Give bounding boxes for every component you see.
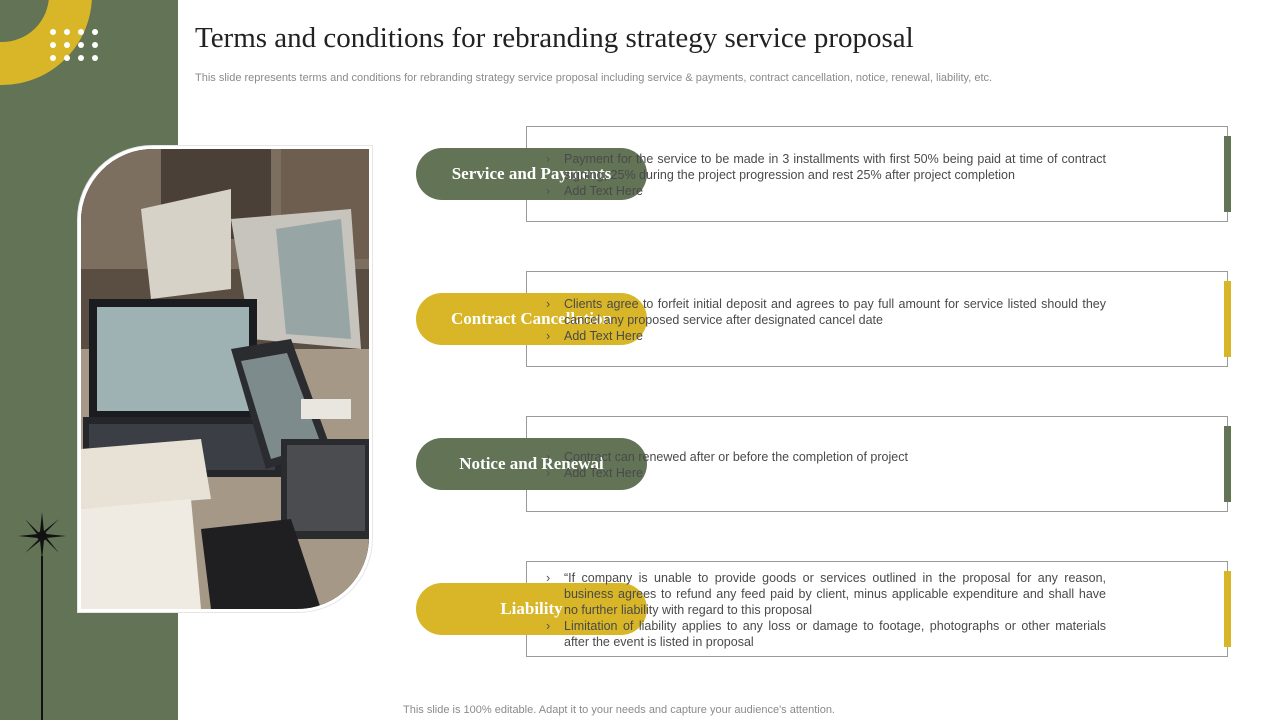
photo-illustration xyxy=(81,149,369,609)
team-laptops-photo xyxy=(81,149,369,609)
section-contract-cancellation: Contract Cancellation Clients agree to f… xyxy=(416,271,1231,367)
slide-title: Terms and conditions for rebranding stra… xyxy=(195,22,914,54)
section-accent-bar xyxy=(1224,281,1231,357)
bullet-item: “If company is unable to provide goods o… xyxy=(546,570,1106,618)
section-notice-and-renewal: Notice and Renewal Contract can renewed … xyxy=(416,416,1231,512)
section-bullet-list: “If company is unable to provide goods o… xyxy=(546,570,1106,650)
slide-footer-note: This slide is 100% editable. Adapt it to… xyxy=(403,704,835,716)
slide-subtitle: This slide represents terms and conditio… xyxy=(195,72,993,84)
bullet-item: Add Text Here xyxy=(546,183,1106,199)
bullet-item: Clients agree to forfeit initial deposit… xyxy=(546,296,1106,328)
bullet-item: Limitation of liability applies to any l… xyxy=(546,618,1106,650)
section-bullet-list: Clients agree to forfeit initial deposit… xyxy=(546,296,1106,344)
decorative-stem-line xyxy=(41,556,43,720)
section-service-and-payments: Service and Payments Payment for the ser… xyxy=(416,126,1231,222)
bullet-item: Contract can renewed after or before the… xyxy=(546,449,1106,465)
bullet-item: Add Text Here xyxy=(546,465,1106,481)
section-bullet-list: Payment for the service to be made in 3 … xyxy=(546,151,1106,199)
bullet-item: Add Text Here xyxy=(546,328,1106,344)
bullet-item: Payment for the service to be made in 3 … xyxy=(546,151,1106,183)
section-accent-bar xyxy=(1224,571,1231,647)
photo-frame xyxy=(78,146,372,612)
section-bullet-list: Contract can renewed after or before the… xyxy=(546,449,1106,481)
section-liability: Liability “If company is unable to provi… xyxy=(416,561,1231,657)
section-accent-bar xyxy=(1224,426,1231,502)
dot-grid-icon xyxy=(50,29,106,69)
star-burst-icon xyxy=(18,512,66,560)
section-accent-bar xyxy=(1224,136,1231,212)
